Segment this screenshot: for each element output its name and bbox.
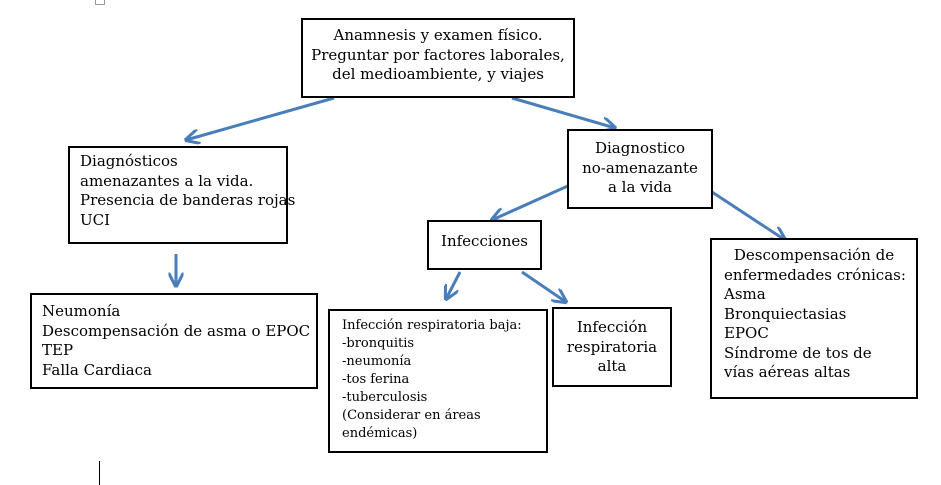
root-line-1: Anamnesis y examen físico. [333, 26, 543, 44]
root-box: Anamnesis y examen físico. Preguntar por… [301, 18, 575, 98]
chronic-item-sindrome-2: vías aéreas altas [724, 363, 851, 381]
lower-infection-title: Infección respiratoria baja: [342, 318, 522, 333]
chronic-box: Descompensación de enfermedades crónicas… [710, 238, 918, 399]
upper-infection-line-3: alta [597, 357, 627, 375]
list-item-asma-epoc: Descompensación de asma o EPOC [42, 321, 311, 340]
list-item-neumonia: Neumonía [42, 302, 121, 320]
threatening-box: Diagnósticos amenazantes a la vida. Pres… [68, 146, 296, 244]
arrow-infections-to-upper [521, 270, 566, 302]
threatening-list-box: Neumonía Descompensación de asma o EPOC … [30, 293, 318, 389]
lower-infection-note-2: endémicas) [342, 425, 418, 441]
lower-infection-box: Infección respiratoria baja: -bronquitis… [328, 309, 548, 453]
threatening-line-2: amenazantes a la vida. [80, 171, 254, 190]
infections-box: Infecciones [427, 220, 542, 270]
root-line-2: Preguntar por factores laborales, [311, 45, 565, 64]
text-cursor [99, 461, 100, 485]
list-item-falla-cardiaca: Falla Cardiaca [42, 360, 152, 379]
lower-infection-tuberculosis: -tuberculosis [342, 389, 428, 405]
lower-infection-bronquitis: -bronquitis [342, 335, 415, 351]
lower-infection-note-1: (Considerar en áreas [342, 407, 481, 423]
chronic-title-2: enfermedades crónicas: [724, 265, 906, 284]
arrow-non-threatening-to-chronic [711, 190, 785, 240]
infections-label: Infecciones [441, 232, 528, 250]
chronic-item-sindrome-1: Síndrome de tos de [724, 343, 872, 362]
upper-infection-line-2: respiratoria [566, 337, 658, 356]
non-threatening-line-1: Diagnostico [594, 139, 685, 157]
threatening-line-3: Presencia de banderas rojas [80, 191, 296, 209]
lower-infection-tos-ferina: -tos ferina [342, 371, 410, 387]
arrow-root-to-threatening [186, 96, 335, 140]
page-corner-mark [95, 0, 105, 5]
chronic-item-epoc: EPOC [724, 324, 769, 342]
chronic-item-bronquiectasias: Bronquiectasias [724, 304, 847, 323]
root-line-3: del medioambiente, y viajes [332, 65, 544, 83]
chronic-item-asma: Asma [724, 285, 766, 303]
upper-infection-line-1: Infección [576, 318, 648, 336]
threatening-line-4: UCI [80, 210, 111, 229]
threatening-line-1: Diagnósticos [80, 152, 178, 170]
list-item-tep: TEP [42, 341, 74, 359]
chronic-title-1: Descompensación de [733, 246, 895, 264]
arrow-root-to-non-threatening [511, 96, 615, 128]
upper-infection-box: Infección respiratoria alta [552, 307, 672, 387]
non-threatening-box: Diagnostico no-amenazante a la vida [567, 129, 713, 209]
non-threatening-line-2: no-amenazante [582, 158, 698, 177]
arrow-infections-to-lower [446, 271, 462, 299]
non-threatening-line-3: a la vida [607, 178, 673, 196]
lower-infection-neumonia: -neumonía [342, 353, 412, 369]
arrow-non-threatening-to-infections [492, 183, 571, 220]
